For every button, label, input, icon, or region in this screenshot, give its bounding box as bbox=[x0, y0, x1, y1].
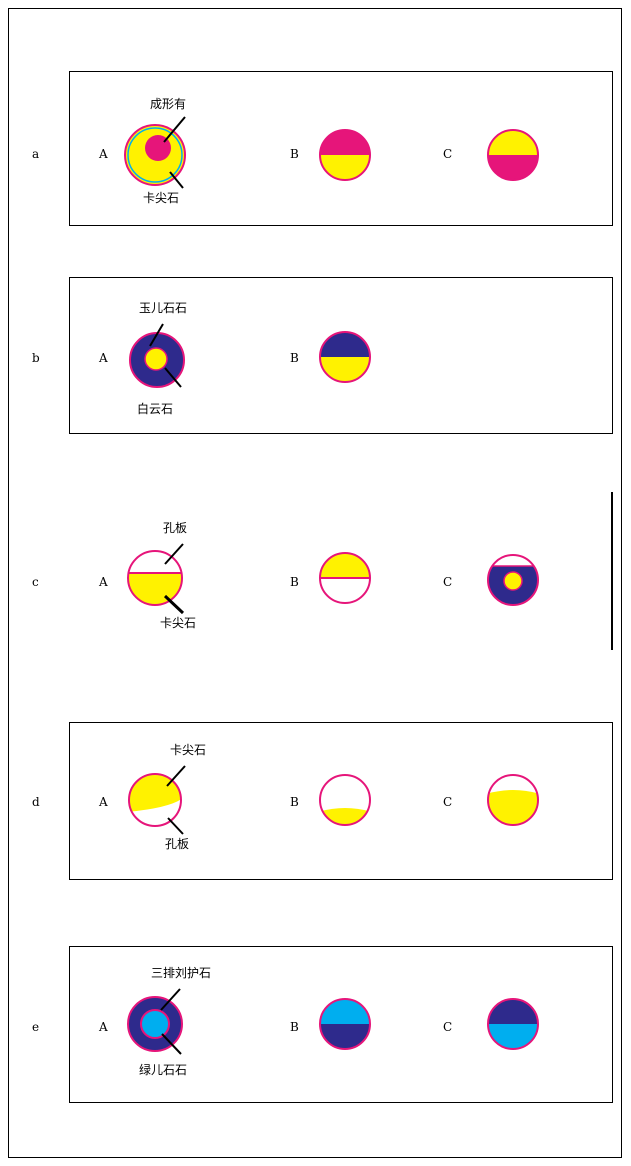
annotation-d-bottom: 孔板 bbox=[165, 837, 190, 851]
option-a-A-label: A bbox=[99, 147, 108, 161]
circle-e-A bbox=[127, 988, 183, 1055]
option-c-C-label: C bbox=[443, 575, 453, 589]
option-b-B-label: B bbox=[290, 351, 299, 365]
option-e-B-label: B bbox=[290, 1020, 299, 1034]
circle-d-C bbox=[488, 775, 538, 825]
circle-b-B bbox=[320, 332, 370, 382]
figure-frame bbox=[8, 8, 622, 1158]
circle-a-C-outline bbox=[487, 129, 539, 181]
option-c-A-label: A bbox=[99, 575, 108, 589]
circle-d-C-outline bbox=[487, 774, 539, 826]
circle-c-C-outline bbox=[487, 554, 539, 606]
annotation-c-top: 孔板 bbox=[163, 521, 188, 535]
row-label-d: d bbox=[32, 795, 40, 809]
circle-a-A bbox=[124, 116, 186, 189]
option-c-B-label: B bbox=[290, 575, 299, 589]
annotation-d-top: 卡尖石 bbox=[170, 743, 207, 757]
circle-d-A bbox=[129, 774, 181, 826]
annotation-a-top: 成形有 bbox=[150, 97, 187, 111]
option-a-B-label: B bbox=[290, 147, 299, 161]
circle-c-C-core bbox=[503, 571, 523, 591]
annotation-c-bottom: 卡尖石 bbox=[160, 616, 197, 630]
row-label-a: a bbox=[32, 147, 40, 161]
option-e-A-label: A bbox=[99, 1020, 108, 1034]
option-b-A-label: A bbox=[99, 351, 108, 365]
row-label-c: c bbox=[32, 575, 39, 589]
circle-d-A-outline bbox=[128, 765, 186, 835]
circle-a-C bbox=[488, 130, 538, 180]
circle-e-C bbox=[488, 999, 538, 1049]
circle-d-B bbox=[320, 775, 370, 825]
circle-d-B-outline bbox=[319, 774, 371, 826]
annotation-e-bottom: 绿儿石石 bbox=[139, 1063, 188, 1077]
option-d-B-label: B bbox=[290, 795, 299, 809]
annotation-e-top: 三排刘护石 bbox=[151, 966, 212, 980]
circle-e-C-outline bbox=[487, 998, 539, 1050]
circle-c-B bbox=[320, 553, 370, 603]
panel-c-right-rule bbox=[611, 492, 613, 650]
circle-c-A-outline bbox=[127, 543, 185, 615]
circle-c-A bbox=[128, 551, 182, 605]
circle-a-B bbox=[320, 130, 370, 180]
circle-e-B bbox=[320, 999, 370, 1049]
row-label-b: b bbox=[32, 351, 40, 365]
circle-b-B-outline bbox=[319, 331, 371, 383]
circle-a-B-outline bbox=[319, 129, 371, 181]
annotation-b-bottom: 白云石 bbox=[137, 402, 174, 416]
circle-b-A bbox=[129, 323, 185, 388]
option-a-C-label: C bbox=[443, 147, 453, 161]
option-e-C-label: C bbox=[443, 1020, 453, 1034]
circle-e-B-outline bbox=[319, 998, 371, 1050]
option-d-C-label: C bbox=[443, 795, 453, 809]
annotation-a-bottom: 卡尖石 bbox=[143, 191, 180, 205]
row-label-e: e bbox=[32, 1020, 40, 1034]
circle-c-B-outline bbox=[319, 552, 371, 604]
option-d-A-label: A bbox=[99, 795, 108, 809]
annotation-b-top: 玉儿石石 bbox=[139, 301, 188, 315]
